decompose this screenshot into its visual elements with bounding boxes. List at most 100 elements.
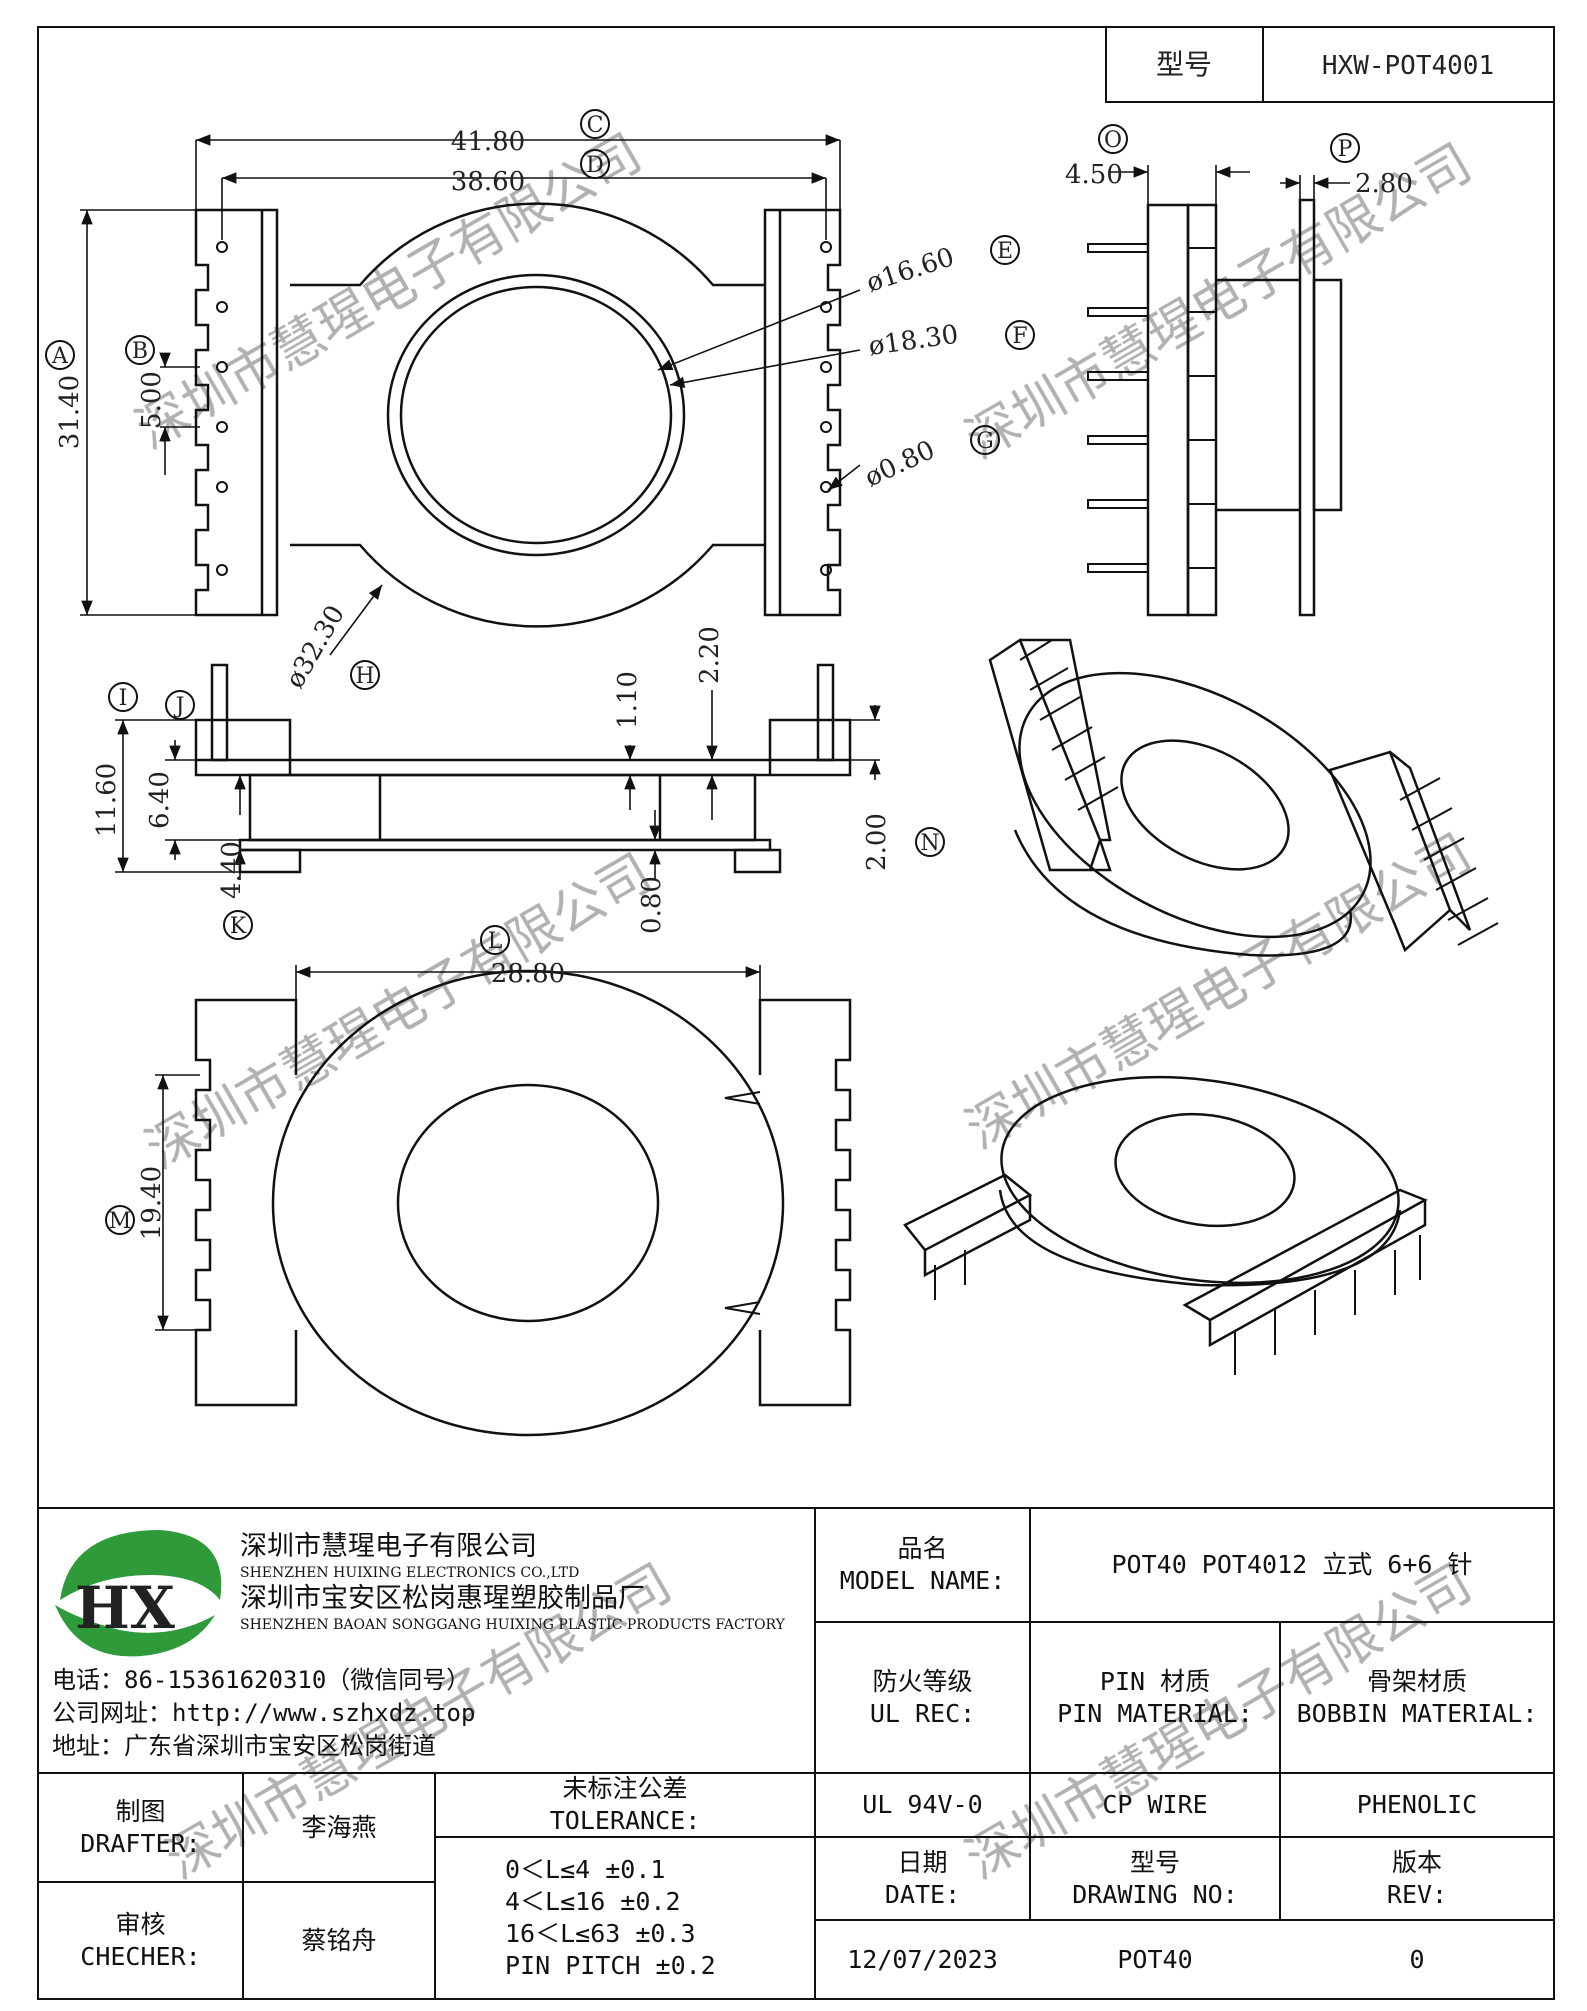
tolerance-label: 未标注公差 TOLERANCE: — [549, 1774, 701, 1835]
svg-text:O: O — [1104, 128, 1122, 153]
svg-text:K: K — [230, 914, 247, 939]
dim-38-60: 38.60 — [451, 167, 525, 197]
drawing-frame — [37, 26, 1555, 2000]
title-block-grid — [38, 1507, 1554, 1999]
dim-19-40: 19.40 — [137, 1166, 167, 1240]
model-name-en: MODEL NAME: — [839, 1566, 1006, 1595]
dim-16-60: ø16.60 — [863, 242, 958, 298]
tolerance-row: 0＜L≤4 ±0.1 — [505, 1855, 666, 1884]
dim-6-40: 6.40 — [145, 771, 175, 829]
dim-0-80b: 0.80 — [637, 876, 667, 934]
tolerance-table: 0＜L≤4 ±0.1 4＜L≤16 ±0.2 16＜L≤63 ±0.3 PIN … — [435, 1837, 815, 1999]
dim-4-50: 4.50 — [1065, 160, 1123, 190]
company-name-cn: 深圳市慧瑆电子有限公司 — [240, 1531, 537, 1562]
dim-32-30: ø32.30 — [280, 600, 351, 693]
date-value: 12/07/2023 — [847, 1944, 998, 1974]
dim-11-60: 11.60 — [92, 763, 122, 837]
rev-value: 0 — [1409, 1944, 1425, 1974]
dim-5-00: 5.00 — [137, 371, 167, 429]
drafter-name: 李海燕 — [301, 1812, 377, 1842]
dim-41-80: 41.80 — [451, 127, 525, 157]
checker-name: 蔡铭舟 — [301, 1925, 377, 1955]
tolerance-row: PIN PITCH ±0.2 — [505, 1951, 716, 1980]
dim-0-80: ø0.80 — [860, 435, 939, 493]
drawing-no-label: 型号 DRAWING NO: — [1072, 1847, 1238, 1909]
callout-o: O — [1098, 124, 1128, 154]
model-name-label: 品名 MODEL NAME: — [815, 1508, 1030, 1622]
side-view-dim-text: 4.50 2.80 — [1065, 160, 1413, 199]
company-logo: HX — [55, 1530, 222, 1657]
model-name-cn: 品名 — [897, 1534, 948, 1563]
factory-name-en: SHENZHEN BAOAN SONGGANG HUIXING PLASTIC … — [240, 1617, 785, 1633]
model-value: HXW-POT4001 — [1322, 51, 1494, 81]
callout-c: C — [580, 109, 610, 139]
ul-value: UL 94V-0 — [862, 1790, 983, 1819]
callout-g: G — [970, 425, 1000, 455]
dim-2-00: 2.00 — [862, 813, 892, 871]
bobbin-material-label: 骨架材质 BOBBIN MATERIAL: — [1296, 1666, 1538, 1728]
rev-label: 版本 REV: — [1386, 1847, 1448, 1909]
callout-h: H — [350, 660, 380, 690]
website-link[interactable]: 公司网址：http://www.szhxdz.top — [52, 1699, 476, 1727]
dim-2-20: 2.20 — [695, 626, 725, 684]
pin-material-label: PIN 材质 PIN MATERIAL: — [1057, 1666, 1253, 1728]
phone-text: 电话：86-15361620310（微信同号） — [52, 1666, 471, 1694]
callout-l: L — [480, 925, 510, 955]
bottom-view-dim-text: 28.80 19.40 — [137, 959, 565, 1240]
bobbin-material-value: PHENOLIC — [1356, 1790, 1478, 1819]
tolerance-row: 16＜L≤63 ±0.3 — [505, 1919, 696, 1948]
ul-label: 防火等级 UL REC: — [869, 1666, 976, 1728]
watermark-3: 深圳市慧瑆电子有限公司 — [137, 843, 662, 1181]
callout-i: I — [108, 682, 138, 712]
callout-f: F — [1005, 320, 1035, 350]
callout-e: E — [990, 235, 1020, 265]
address-text: 地址：广东省深圳市宝安区松岗街道 — [52, 1732, 436, 1760]
callout-n: N — [915, 827, 945, 857]
top-view-dimensions — [80, 134, 861, 656]
checker-label: 审核 CHECHER: — [80, 1909, 201, 1971]
side-view — [1087, 198, 1343, 617]
callout-k: K — [223, 910, 253, 940]
svg-text:C: C — [587, 113, 604, 138]
factory-name-cn: 深圳市宝安区松岗惠瑆塑胶制品厂 — [240, 1583, 645, 1614]
svg-text:P: P — [1338, 137, 1353, 162]
callout-a: A — [45, 340, 75, 370]
svg-text:F: F — [1012, 324, 1027, 349]
tolerance-row: 4＜L≤16 ±0.2 — [505, 1887, 681, 1916]
svg-text:G: G — [976, 429, 994, 454]
svg-text:J: J — [174, 694, 185, 719]
top-view — [194, 202, 842, 628]
svg-text:A: A — [51, 344, 69, 369]
side-view-dimensions — [1110, 165, 1350, 205]
dim-31-40: 31.40 — [55, 375, 85, 449]
dim-1-10: 1.10 — [613, 671, 643, 729]
model-label: 型号 — [1156, 48, 1212, 81]
front-view-dim-text: 11.60 6.40 4.40 1.10 2.20 0.80 2.00 — [92, 626, 892, 934]
company-name-en: SHENZHEN HUIXING ELECTRONICS CO.,LTD — [240, 1565, 580, 1581]
drafter-label: 制图 DRAFTER: — [80, 1796, 201, 1858]
model-name-value: POT40 POT4012 立式 6+6 针 — [1111, 1550, 1473, 1579]
contact-info: 电话：86-15361620310（微信同号） 公司网址：http://www.… — [52, 1664, 812, 1763]
callout-b: B — [125, 335, 155, 365]
date-label: 日期 DATE: — [884, 1847, 961, 1909]
pin-material-value: CP WIRE — [1102, 1790, 1208, 1819]
front-view-dimensions — [115, 690, 881, 880]
svg-text:E: E — [997, 239, 1013, 264]
header-model-box: 型号 HXW-POT4001 — [1105, 26, 1555, 103]
svg-text:B: B — [132, 339, 148, 364]
callout-m: M — [105, 1205, 135, 1235]
svg-text:I: I — [119, 686, 128, 711]
front-view — [194, 663, 852, 874]
callout-j: J — [165, 690, 195, 720]
callout-d: D — [580, 149, 610, 179]
watermark-4: 深圳市慧瑆电子有限公司 — [957, 823, 1482, 1161]
dim-18-30: ø18.30 — [867, 320, 960, 362]
callouts: A B C D E F G H I J K L M N O P — [45, 109, 1360, 1235]
svg-text:N: N — [920, 831, 939, 856]
company-info: 深圳市慧瑆电子有限公司 SHENZHEN HUIXING ELECTRONICS… — [240, 1530, 810, 1634]
svg-text:M: M — [109, 1209, 132, 1234]
bottom-view-dimensions — [155, 965, 761, 1331]
svg-text:H: H — [355, 664, 374, 689]
svg-text:L: L — [488, 929, 503, 954]
drawing-no-value: POT40 — [1117, 1944, 1193, 1974]
